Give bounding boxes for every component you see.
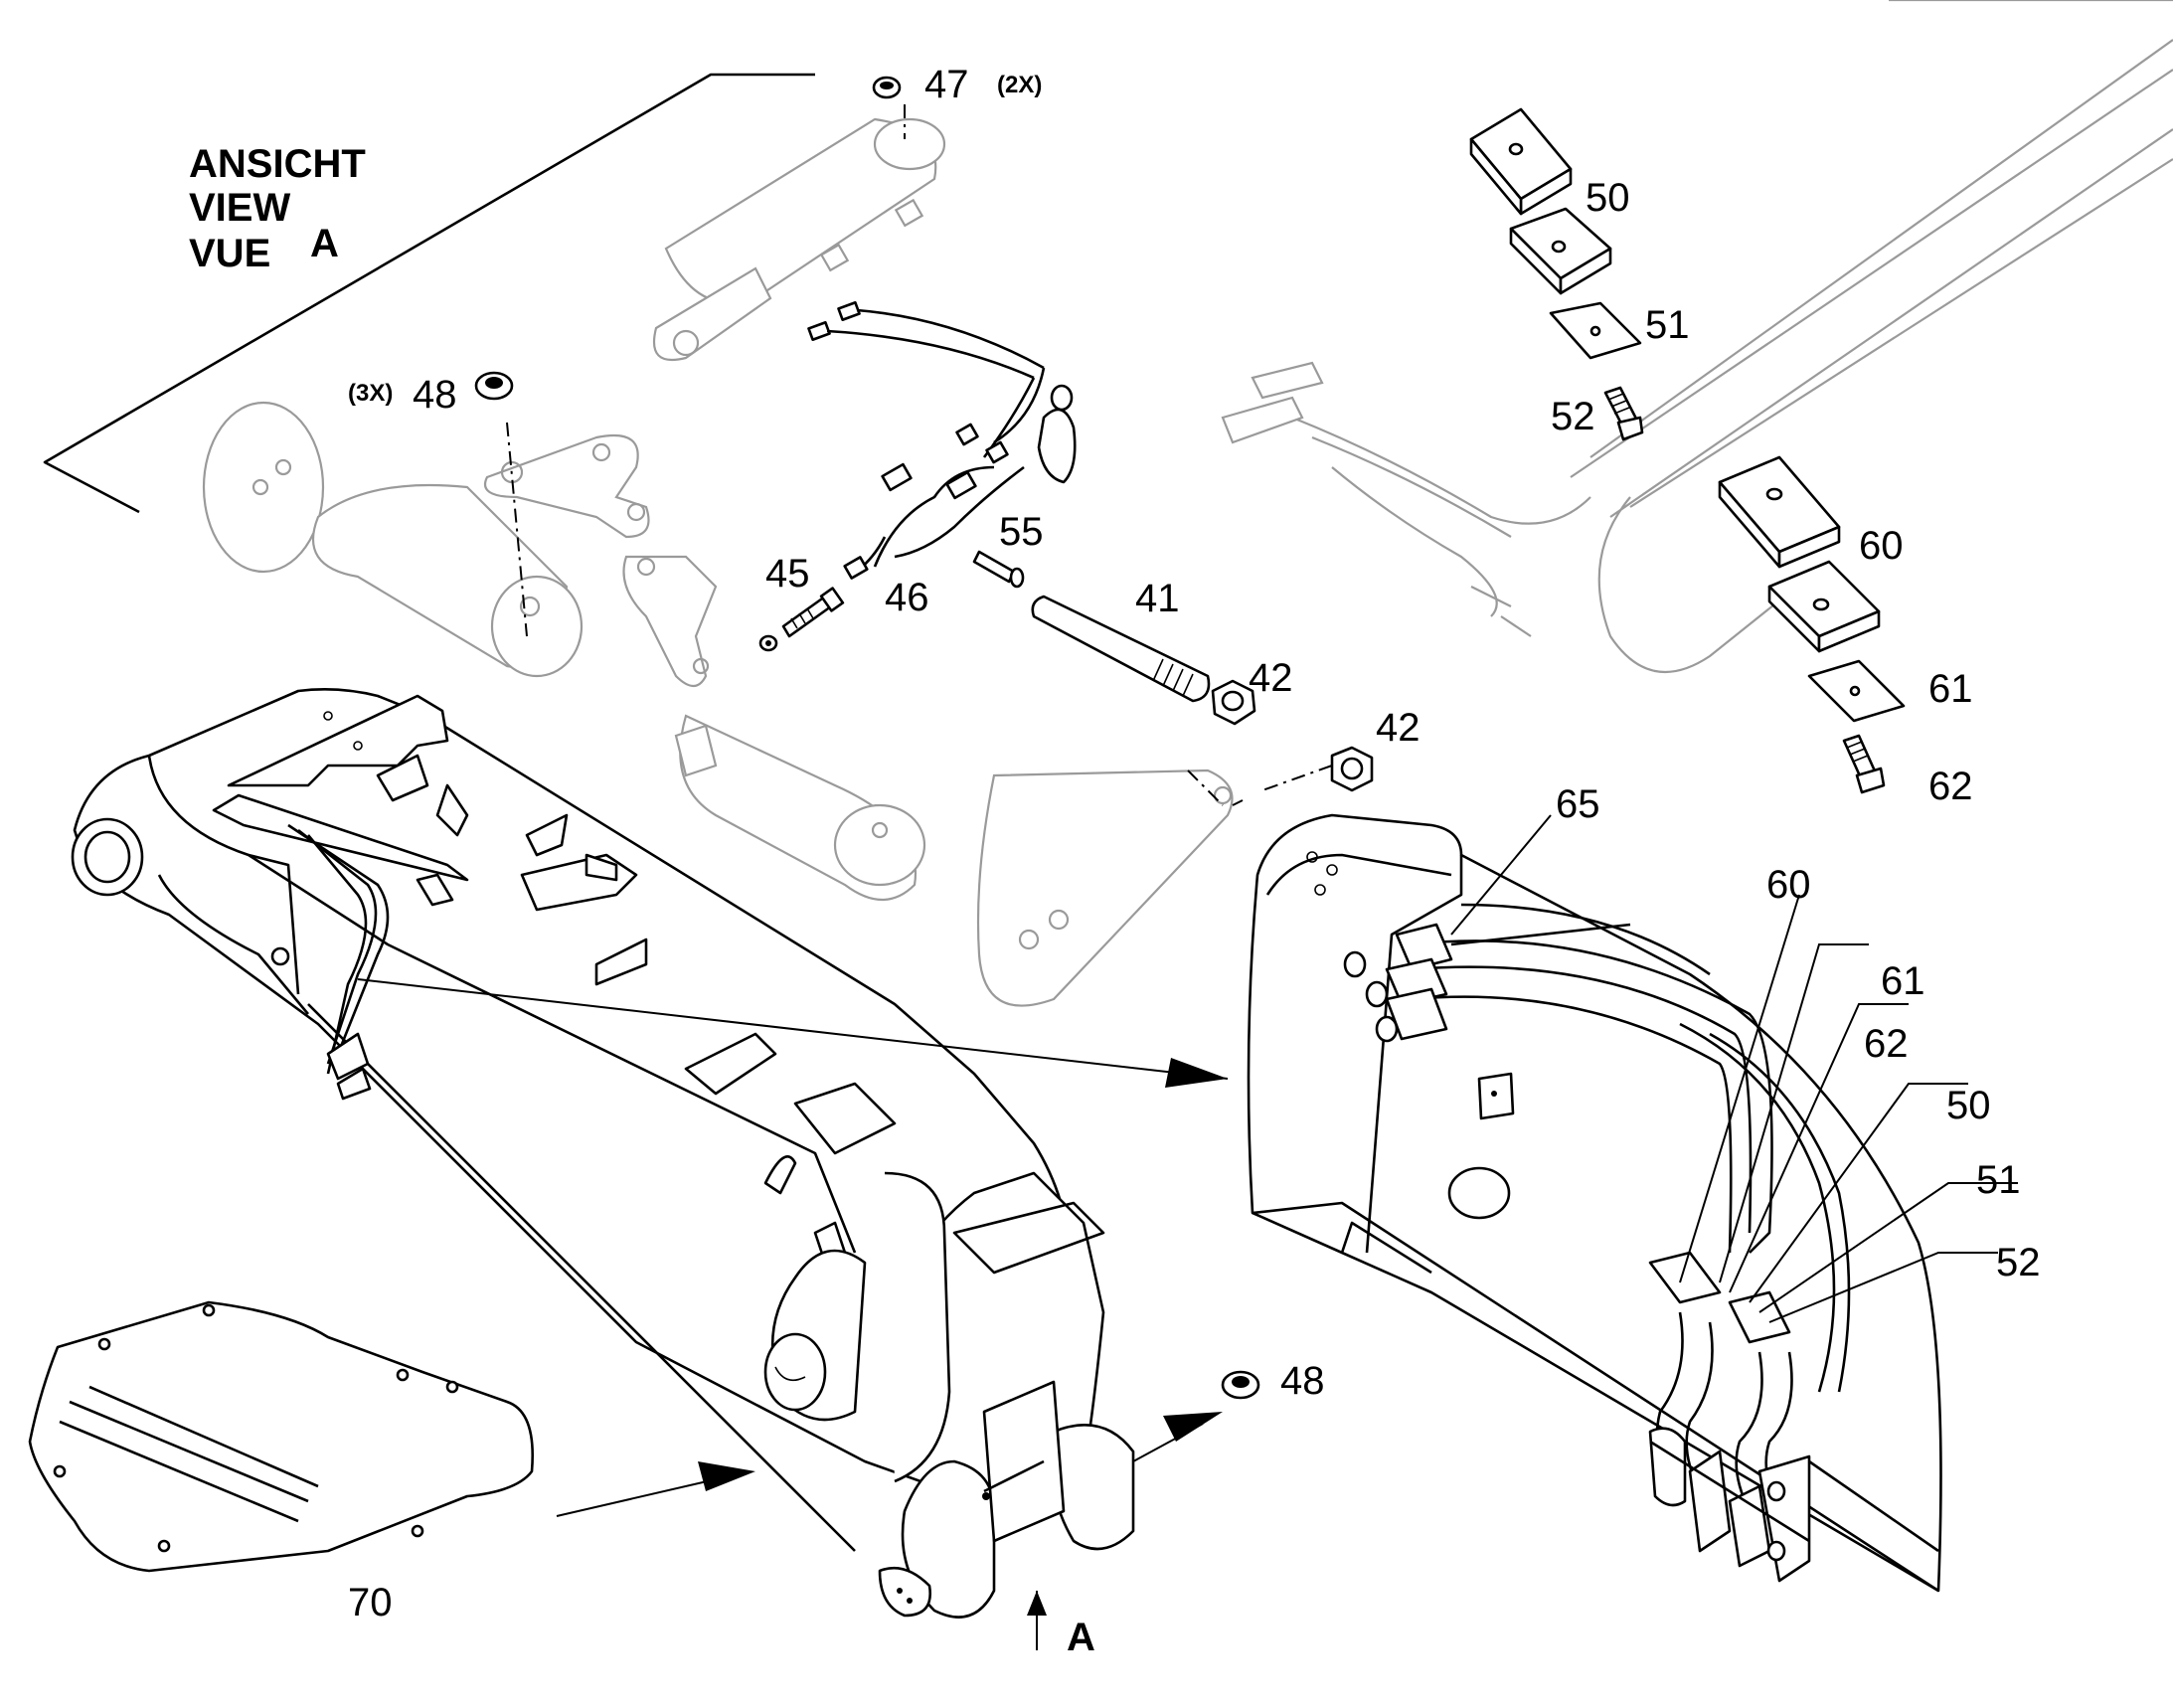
callout-61-top: 61 (1928, 667, 1973, 711)
view-label-french: VUE (189, 232, 270, 275)
part-47-nut (872, 76, 902, 99)
callout-62-detail: 62 (1864, 1022, 1909, 1066)
ghost-cylinder-top (652, 117, 946, 362)
callout-48-top: 48 (413, 373, 457, 417)
callout-47: 47 (924, 63, 969, 106)
callout-52-top: 52 (1551, 395, 1595, 438)
view-a-frame (43, 73, 815, 514)
callout-41: 41 (1135, 577, 1180, 620)
callout-42-a: 42 (1249, 656, 1293, 700)
part-51-plate-top (1549, 301, 1642, 360)
callout-70: 70 (348, 1581, 393, 1624)
part-48-grommet-top (474, 371, 514, 401)
callout-62-top: 62 (1928, 765, 1973, 808)
part-45-screw (758, 587, 845, 652)
part-52-bolt-top (1603, 386, 1644, 441)
view-label-letter: A (310, 222, 339, 265)
arrow-to-detail (1165, 1058, 1228, 1088)
callout-42-b: 42 (1376, 706, 1421, 750)
view-label-german: ANSICHT (189, 142, 366, 186)
ghost-drum-left (202, 401, 584, 678)
part-42-nut-a (1211, 679, 1256, 726)
callout-50-top: 50 (1586, 176, 1630, 220)
callout-45: 45 (765, 552, 810, 596)
view-label-english: VIEW (189, 186, 290, 230)
callout-60-top: 60 (1859, 524, 1904, 568)
part-55-harness (807, 300, 1077, 589)
callout-61-detail: 61 (1881, 959, 1925, 1003)
callout-65: 65 (1556, 782, 1600, 826)
detail-view-a (1247, 813, 1942, 1593)
ghost-boom-right (1221, 0, 2173, 674)
view-a-label: ANSICHT VIEW VUE A (189, 142, 366, 275)
part-62-bolt-right (1842, 734, 1886, 794)
callouts: 47 (2X) (3X) 48 45 46 55 41 42 42 50 51 … (348, 63, 2041, 1659)
part-42-nut-b (1187, 746, 1374, 806)
part-61-plate-right (1807, 659, 1906, 723)
part-48-grommet-bottom (1221, 1370, 1260, 1400)
callout-48-bottom: 48 (1280, 1359, 1325, 1403)
callout-55: 55 (999, 510, 1044, 554)
leader-lines (357, 104, 2018, 1650)
callout-46: 46 (885, 576, 929, 619)
callout-60-detail: 60 (1766, 863, 1811, 907)
callout-48-qty: (3X) (348, 380, 393, 407)
callout-50-detail: 50 (1946, 1084, 1991, 1127)
callout-52-detail: 52 (1996, 1241, 2041, 1284)
ghost-lever-plate (976, 769, 1234, 1007)
arrow-to-grommet (1163, 1412, 1223, 1442)
arrow-to-boom (698, 1461, 755, 1491)
part-41-pin (1031, 595, 1211, 703)
callout-47-qty: (2X) (997, 72, 1042, 98)
view-a-arrow (1027, 1591, 1047, 1616)
view-a-arrow-letter: A (1067, 1616, 1095, 1659)
part-50-clamp-top (1469, 107, 1612, 295)
callout-51-top: 51 (1645, 303, 1690, 347)
callout-51-detail: 51 (1976, 1158, 2021, 1202)
ghost-drum-center (674, 714, 926, 902)
part-60-clamp-right (1718, 455, 1881, 653)
part-70-cover-plate (28, 1300, 534, 1573)
main-boom (71, 688, 1135, 1619)
